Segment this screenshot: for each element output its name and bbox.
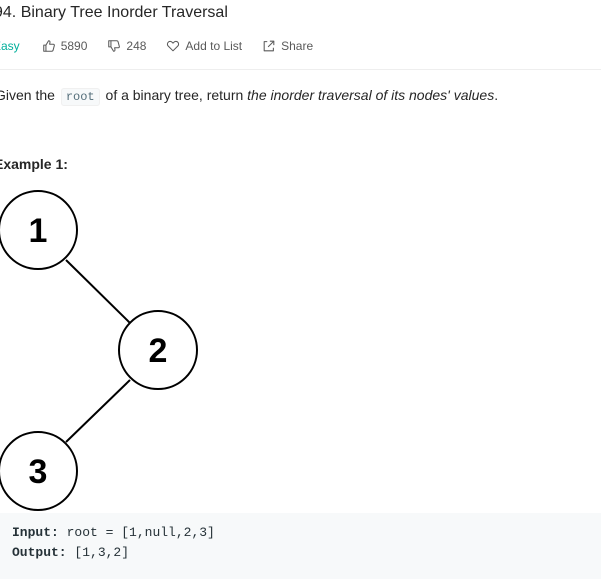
description-text-3: . bbox=[494, 87, 499, 103]
heart-icon bbox=[167, 40, 180, 52]
output-label: Output: bbox=[12, 545, 67, 560]
like-count: 5890 bbox=[60, 39, 88, 53]
tree-node-2: 2 bbox=[118, 310, 198, 390]
thumbs-down-icon bbox=[108, 40, 121, 52]
example-input-line: Input: root = [1,null,2,3] bbox=[12, 523, 589, 543]
tree-node-3-label: 3 bbox=[29, 453, 48, 491]
example-io-block: Input: root = [1,null,2,3] Output: [1,3,… bbox=[0, 513, 601, 579]
add-to-list-label: Add to List bbox=[185, 39, 243, 53]
problem-meta-bar: Easy 5890 248 Add to List bbox=[0, 38, 333, 54]
problem-description: Given the root of a binary tree, return … bbox=[0, 87, 499, 106]
tree-edge-2-3 bbox=[65, 379, 131, 443]
description-text-1: Given the bbox=[0, 87, 55, 103]
dislike-button[interactable]: 248 bbox=[107, 39, 146, 53]
tree-node-1: 1 bbox=[0, 190, 78, 270]
description-text-2: of a binary tree, return bbox=[105, 87, 244, 103]
tree-node-3: 3 bbox=[0, 431, 78, 511]
tree-edge-1-2 bbox=[65, 259, 131, 324]
dislike-count: 248 bbox=[126, 39, 147, 53]
output-value: [1,3,2] bbox=[74, 545, 130, 560]
input-label: Input: bbox=[12, 525, 59, 540]
share-label: Share bbox=[281, 39, 314, 53]
description-emphasis: the inorder traversal of its nodes' valu… bbox=[247, 87, 495, 103]
example-title: Example 1: bbox=[0, 156, 68, 172]
difficulty-label: Easy bbox=[0, 39, 20, 53]
share-button[interactable]: Share bbox=[262, 39, 313, 53]
thumbs-up-icon bbox=[42, 40, 55, 52]
divider bbox=[0, 69, 601, 70]
share-icon bbox=[263, 40, 275, 52]
tree-node-2-label: 2 bbox=[149, 332, 168, 370]
input-value: root = [1,null,2,3] bbox=[66, 525, 215, 540]
inline-code-root: root bbox=[60, 88, 100, 106]
like-button[interactable]: 5890 bbox=[42, 39, 88, 53]
example-tree-diagram: 1 2 3 bbox=[0, 190, 198, 511]
example-output-line: Output: [1,3,2] bbox=[12, 543, 589, 563]
problem-title: 94. Binary Tree Inorder Traversal bbox=[0, 4, 228, 21]
tree-node-1-label: 1 bbox=[29, 212, 48, 250]
add-to-list-button[interactable]: Add to List bbox=[166, 39, 242, 53]
